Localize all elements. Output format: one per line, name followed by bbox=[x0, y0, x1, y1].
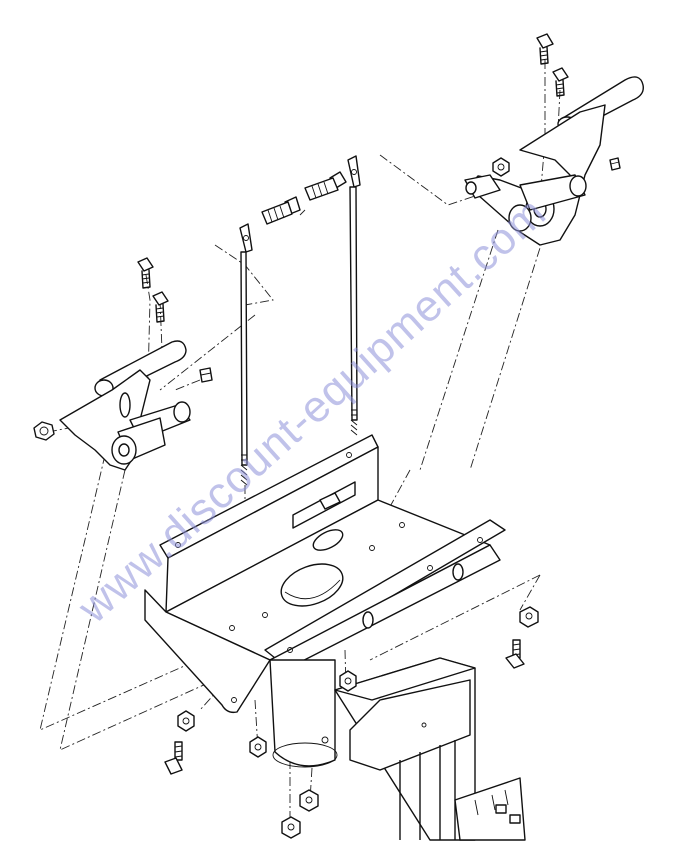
bottom-nut-2 bbox=[281, 816, 301, 839]
column-housing bbox=[334, 657, 476, 841]
left-hex-nut bbox=[33, 421, 55, 441]
tie-rod-left bbox=[239, 223, 253, 486]
bottom-nut-1 bbox=[299, 789, 319, 812]
mounting-plate bbox=[144, 434, 506, 714]
left-grease-fitting bbox=[199, 367, 213, 383]
lower-right-nut bbox=[519, 606, 539, 628]
left-pedal-bracket bbox=[59, 340, 191, 471]
upper-right-bolt-2 bbox=[552, 67, 569, 97]
left-bolt-2 bbox=[152, 291, 169, 323]
lower-left-bolt bbox=[164, 741, 183, 775]
right-pedal-bracket bbox=[464, 76, 644, 246]
lower-right-bolt bbox=[505, 639, 525, 669]
right-small-nut bbox=[492, 157, 510, 177]
upper-right-bolt-1 bbox=[536, 33, 554, 65]
plate-nut-right bbox=[339, 670, 357, 692]
lower-left-nut bbox=[177, 710, 195, 732]
tie-rod-right bbox=[347, 155, 361, 436]
center-bolt-lower bbox=[261, 196, 301, 225]
center-bolt-upper bbox=[304, 171, 347, 201]
column-nut-left bbox=[249, 736, 267, 758]
left-bolt-1 bbox=[137, 257, 154, 289]
right-grease-fitting bbox=[609, 157, 621, 171]
mounting-bracket-lower bbox=[454, 777, 526, 841]
column-tube bbox=[269, 659, 338, 768]
